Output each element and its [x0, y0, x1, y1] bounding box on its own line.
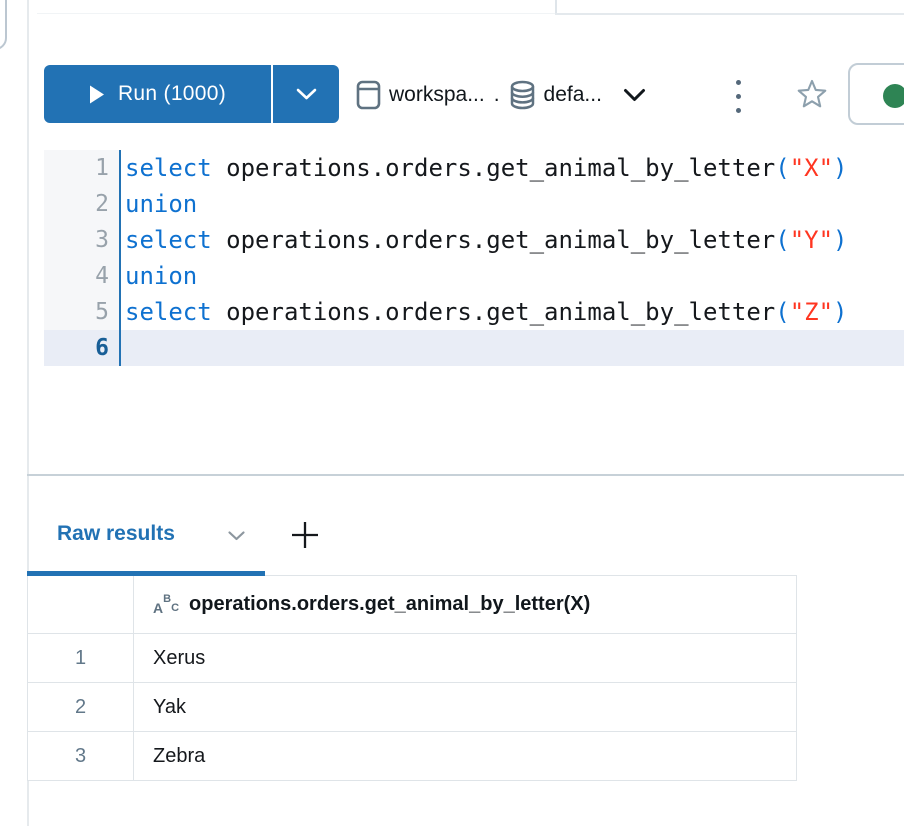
code-token-str: "Y" — [789, 226, 834, 254]
chevron-down-icon — [227, 530, 246, 542]
value-cell[interactable]: Yak — [153, 695, 186, 718]
value-cell[interactable]: Xerus — [153, 646, 206, 669]
database-icon — [509, 80, 536, 110]
editor-results-divider[interactable] — [27, 474, 904, 476]
plus-icon — [291, 521, 319, 549]
row-number-cell[interactable]: 1 — [28, 634, 134, 682]
run-button[interactable]: Run (1000) — [44, 65, 271, 123]
raw-results-tab-label: Raw results — [57, 522, 175, 545]
editor-gutter-border — [119, 150, 121, 366]
sidebar-corner-fragment — [0, 0, 7, 50]
code-line[interactable]: union — [119, 186, 904, 222]
code-line[interactable]: union — [119, 258, 904, 294]
code-token-kw: union — [125, 190, 198, 218]
code-token-pr: ( — [775, 298, 790, 326]
tab-raw-results[interactable]: Raw results — [57, 522, 175, 546]
code-token-id: operations.orders.get_animal_by_letter — [211, 226, 776, 254]
query-tab-divider — [555, 0, 557, 14]
catalog-schema-selector[interactable]: workspa... . defa... — [356, 79, 646, 111]
code-token-kw: union — [125, 262, 198, 290]
catalog-name-label: workspa... — [389, 83, 485, 106]
code-token-str: "Z" — [789, 298, 834, 326]
catalog-schema-separator: . — [493, 83, 500, 106]
line-number: 5 — [44, 294, 119, 330]
line-number: 2 — [44, 186, 119, 222]
code-token-kw: select — [125, 154, 212, 182]
table-row: 1 Xerus — [28, 634, 796, 683]
add-results-tab-button[interactable] — [291, 521, 319, 549]
query-tab-bottom-border — [555, 13, 904, 15]
run-split-button[interactable]: Run (1000) — [44, 65, 339, 123]
status-indicator-dot — [883, 84, 904, 108]
chevron-down-icon — [296, 88, 317, 101]
column-header-label: operations.orders.get_animal_by_letter(X… — [189, 593, 591, 615]
code-token-pr: ) — [833, 226, 848, 254]
content-left-divider — [27, 0, 29, 826]
run-options-button[interactable] — [273, 65, 339, 123]
code-line[interactable]: select operations.orders.get_animal_by_l… — [119, 150, 904, 186]
editor-line[interactable]: 6 — [44, 330, 904, 366]
table-row: 2 Yak — [28, 683, 796, 732]
tabbar-bottom-line — [37, 13, 555, 14]
play-icon — [89, 85, 105, 104]
line-number: 1 — [44, 150, 119, 186]
value-cell[interactable]: Zebra — [153, 744, 206, 767]
code-token-kw: select — [125, 298, 212, 326]
catalog-icon — [356, 80, 381, 110]
table-row: 3 Zebra — [28, 732, 796, 781]
code-line[interactable]: select operations.orders.get_animal_by_l… — [119, 294, 904, 330]
kebab-icon — [735, 79, 741, 85]
code-token-id: operations.orders.get_animal_by_letter — [211, 298, 776, 326]
code-token-id: operations.orders.get_animal_by_letter — [211, 154, 776, 182]
row-number-header-cell — [28, 576, 134, 633]
more-options-button[interactable] — [724, 76, 752, 116]
run-button-divider — [271, 65, 273, 123]
line-number: 3 — [44, 222, 119, 258]
line-number: 4 — [44, 258, 119, 294]
row-number-cell[interactable]: 2 — [28, 683, 134, 731]
chevron-down-icon — [623, 88, 646, 103]
code-token-pr: ) — [833, 154, 848, 182]
row-number-cell[interactable]: 3 — [28, 732, 134, 780]
code-token-kw: select — [125, 226, 212, 254]
code-token-pr: ( — [775, 226, 790, 254]
code-line[interactable]: select operations.orders.get_animal_by_l… — [119, 222, 904, 258]
favorite-button[interactable] — [794, 77, 830, 111]
code-line[interactable] — [119, 330, 904, 366]
code-token-pr: ( — [775, 154, 790, 182]
code-token-str: "X" — [789, 154, 834, 182]
warehouse-status-button[interactable] — [848, 63, 904, 125]
schema-name-label: defa... — [543, 83, 602, 106]
code-token-pr: ) — [833, 298, 848, 326]
active-tab-underline — [27, 571, 265, 576]
run-button-label: Run (1000) — [117, 82, 227, 105]
star-icon — [795, 79, 829, 110]
line-number: 6 — [95, 335, 109, 361]
results-tab-menu-button[interactable] — [227, 530, 246, 542]
